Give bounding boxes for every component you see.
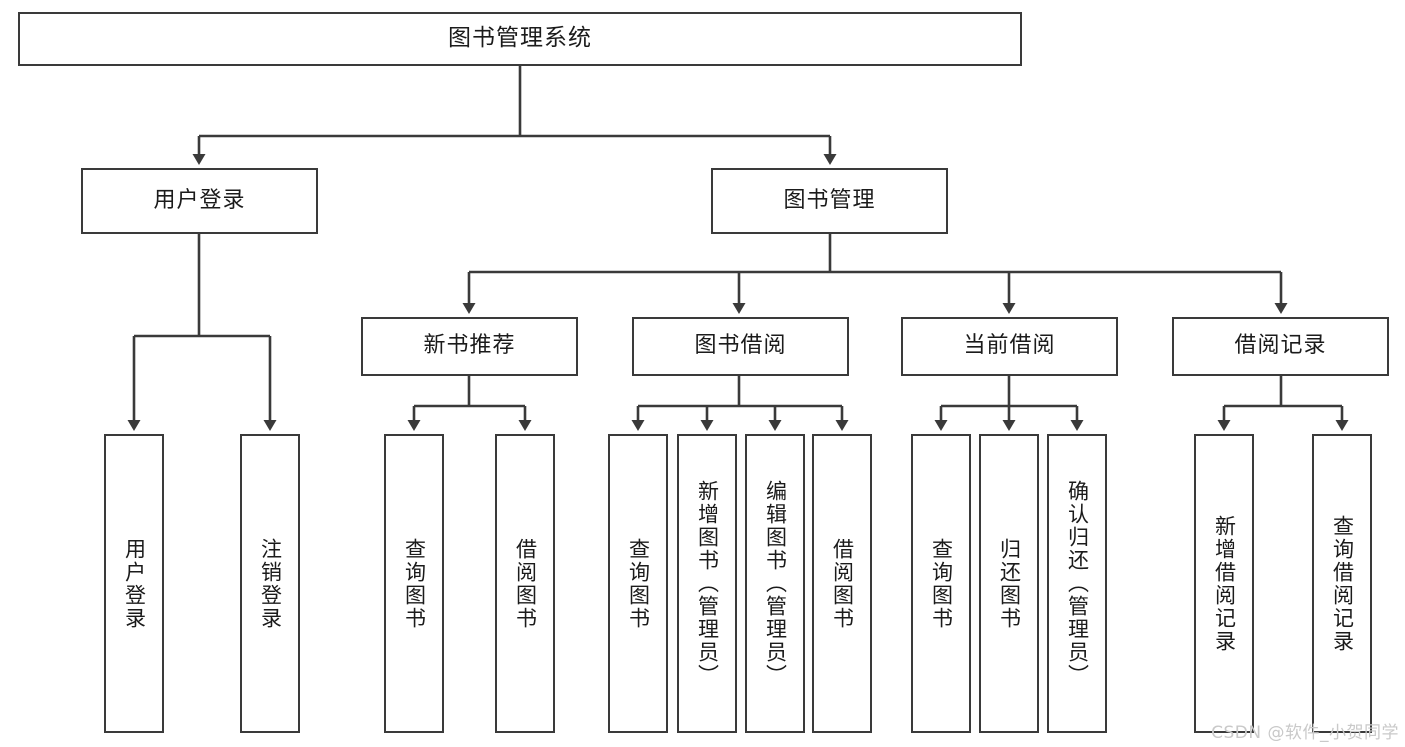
leaf-borrow-borrow-book[interactable]: 借阅图书 xyxy=(812,434,872,733)
node-label: 新增图书（管理员） xyxy=(695,480,720,687)
node-label: 查询图书 xyxy=(626,537,651,630)
node-label: 图书管理系统 xyxy=(448,25,592,52)
node-label: 借阅图书 xyxy=(513,537,538,630)
node-book-borrow[interactable]: 图书借阅 xyxy=(632,317,849,376)
leaf-borrow-query-book[interactable]: 查询图书 xyxy=(608,434,668,733)
csdn-watermark: CSDN @软件_小贺同学 xyxy=(1211,723,1399,743)
node-new-book-recommend[interactable]: 新书推荐 xyxy=(361,317,578,376)
node-label: 图书借阅 xyxy=(694,333,787,359)
node-user-login[interactable]: 用户登录 xyxy=(81,168,318,234)
node-label: 确认归还（管理员） xyxy=(1065,480,1090,687)
node-label: 查询图书 xyxy=(402,537,427,630)
node-label: 查询借阅记录 xyxy=(1330,514,1355,653)
node-label: 图书管理 xyxy=(783,187,876,213)
node-root-book-management-system[interactable]: 图书管理系统 xyxy=(18,12,1022,66)
node-borrow-record[interactable]: 借阅记录 xyxy=(1172,317,1389,376)
leaf-current-confirm-return-admin[interactable]: 确认归还（管理员） xyxy=(1047,434,1107,733)
leaf-record-query-record[interactable]: 查询借阅记录 xyxy=(1312,434,1372,733)
node-label: 新增借阅记录 xyxy=(1212,514,1237,653)
leaf-current-return-book[interactable]: 归还图书 xyxy=(979,434,1039,733)
leaf-borrow-edit-book-admin[interactable]: 编辑图书（管理员） xyxy=(745,434,805,733)
leaf-recommend-query-book[interactable]: 查询图书 xyxy=(384,434,444,733)
leaf-current-query-book[interactable]: 查询图书 xyxy=(911,434,971,733)
leaf-record-add-record[interactable]: 新增借阅记录 xyxy=(1194,434,1254,733)
node-label: 借阅记录 xyxy=(1234,333,1327,359)
node-label: 用户登录 xyxy=(153,187,246,213)
node-label: 当前借阅 xyxy=(963,333,1056,359)
node-label: 用户登录 xyxy=(122,537,147,630)
node-book-management[interactable]: 图书管理 xyxy=(711,168,948,234)
leaf-borrow-add-book-admin[interactable]: 新增图书（管理员） xyxy=(677,434,737,733)
node-label: 借阅图书 xyxy=(830,537,855,630)
node-label: 编辑图书（管理员） xyxy=(763,480,788,687)
leaf-user-login-login[interactable]: 用户登录 xyxy=(104,434,164,733)
node-label: 注销登录 xyxy=(258,537,283,630)
node-label: 新书推荐 xyxy=(423,333,516,359)
node-label: 查询图书 xyxy=(929,537,954,630)
node-label: 归还图书 xyxy=(997,537,1022,630)
node-current-borrow[interactable]: 当前借阅 xyxy=(901,317,1118,376)
leaf-recommend-borrow-book[interactable]: 借阅图书 xyxy=(495,434,555,733)
leaf-user-login-logout[interactable]: 注销登录 xyxy=(240,434,300,733)
